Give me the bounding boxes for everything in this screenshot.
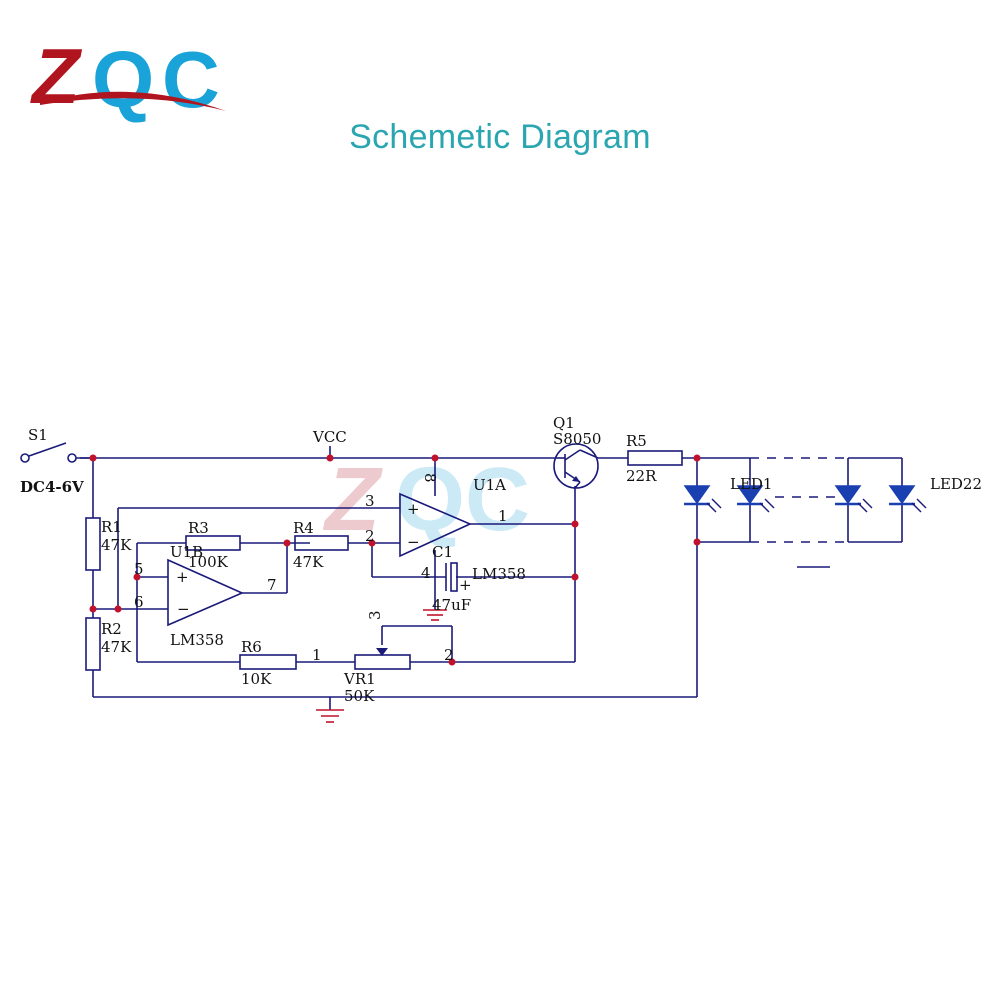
junction-dots xyxy=(89,454,701,666)
label-r6-value: 10K xyxy=(241,670,272,688)
opamp-u1b xyxy=(167,558,244,627)
ground-symbol-main xyxy=(316,709,344,723)
label-supply: DC4-6V xyxy=(20,478,84,496)
pin-u1a-gnd: 4 xyxy=(421,564,431,582)
resistor-r5 xyxy=(627,450,683,466)
label-u1b: U1B xyxy=(170,543,203,561)
pin-vr1-1: 1 xyxy=(312,646,322,664)
opamp-u1a xyxy=(399,492,472,558)
pin-u1a-plus: 3 xyxy=(365,492,375,510)
sign-u1a-minus: − xyxy=(407,533,420,551)
transistor-q1 xyxy=(553,443,599,489)
sign-u1b-plus: + xyxy=(176,568,189,586)
pin-vr1-3: 3 xyxy=(366,610,384,620)
page-title: Schemetic Diagram xyxy=(349,118,651,156)
resistor-r4 xyxy=(294,535,349,551)
resistor-r6 xyxy=(239,654,297,670)
label-r3: R3 xyxy=(188,519,209,537)
zqc-logo: Z Q C xyxy=(30,32,226,124)
label-q1-value: S8050 xyxy=(553,430,601,448)
labels: S1 DC4-6V VCC R1 47K R2 47K R3 100K U1B … xyxy=(20,414,982,705)
pin-u1b-plus: 5 xyxy=(134,560,144,578)
switch-s1 xyxy=(20,442,93,463)
label-r5-value: 22R xyxy=(626,467,657,485)
label-q1: Q1 xyxy=(553,414,575,432)
led-22b xyxy=(888,485,927,513)
svg-text:QC: QC xyxy=(395,450,530,550)
label-r4-value: 47K xyxy=(293,553,324,571)
wires xyxy=(80,446,903,710)
capacitor-c1 xyxy=(445,562,458,592)
led-22a xyxy=(834,485,873,513)
led-1b xyxy=(736,485,775,513)
label-r1-value: 47K xyxy=(101,536,132,554)
sign-u1b-minus: − xyxy=(177,600,190,618)
label-s1: S1 xyxy=(28,426,48,444)
label-u1b-part: LM358 xyxy=(170,631,224,649)
label-c1: C1 xyxy=(432,543,453,561)
label-r6: R6 xyxy=(241,638,262,656)
sign-u1a-plus: + xyxy=(407,500,420,518)
pin-u1a-out: 1 xyxy=(498,507,508,525)
watermark-logo: Z QC xyxy=(322,450,530,550)
pin-u1a-vcc: 8 xyxy=(421,473,439,483)
label-r2: R2 xyxy=(101,620,122,638)
label-r5: R5 xyxy=(626,432,647,450)
label-r4: R4 xyxy=(293,519,314,537)
resistor-r2 xyxy=(85,617,101,671)
logo-swoosh xyxy=(40,91,226,111)
potentiometer-vr1 xyxy=(354,648,411,670)
led-1a xyxy=(683,485,722,513)
logo-letter-q: Q xyxy=(92,35,154,124)
ground-symbol-c1 xyxy=(423,609,447,621)
label-r1: R1 xyxy=(101,518,122,536)
logo-letter-z: Z xyxy=(30,32,83,120)
label-led1: LED1 xyxy=(730,475,772,493)
resistor-r3 xyxy=(185,535,241,551)
label-u1a: U1A xyxy=(473,476,506,494)
svg-text:Z: Z xyxy=(322,450,383,550)
label-u1a-part: LM358 xyxy=(472,565,526,583)
label-r3-value: 100K xyxy=(188,553,229,571)
label-vr1: VR1 xyxy=(343,670,376,688)
label-c1-value: 47uF xyxy=(432,596,471,614)
pin-u1a-minus: 2 xyxy=(365,527,375,545)
label-led22: LED22 xyxy=(930,475,982,493)
logo-letter-c: C xyxy=(162,35,220,124)
sign-c1-plus: + xyxy=(459,576,472,594)
label-vcc: VCC xyxy=(312,428,347,446)
label-vr1-value: 50K xyxy=(344,687,375,705)
pin-vr1-2: 2 xyxy=(444,646,454,664)
label-r2-value: 47K xyxy=(101,638,132,656)
resistor-r1 xyxy=(85,517,101,571)
pin-u1b-out: 7 xyxy=(267,576,277,594)
pin-u1b-minus: 6 xyxy=(134,593,144,611)
